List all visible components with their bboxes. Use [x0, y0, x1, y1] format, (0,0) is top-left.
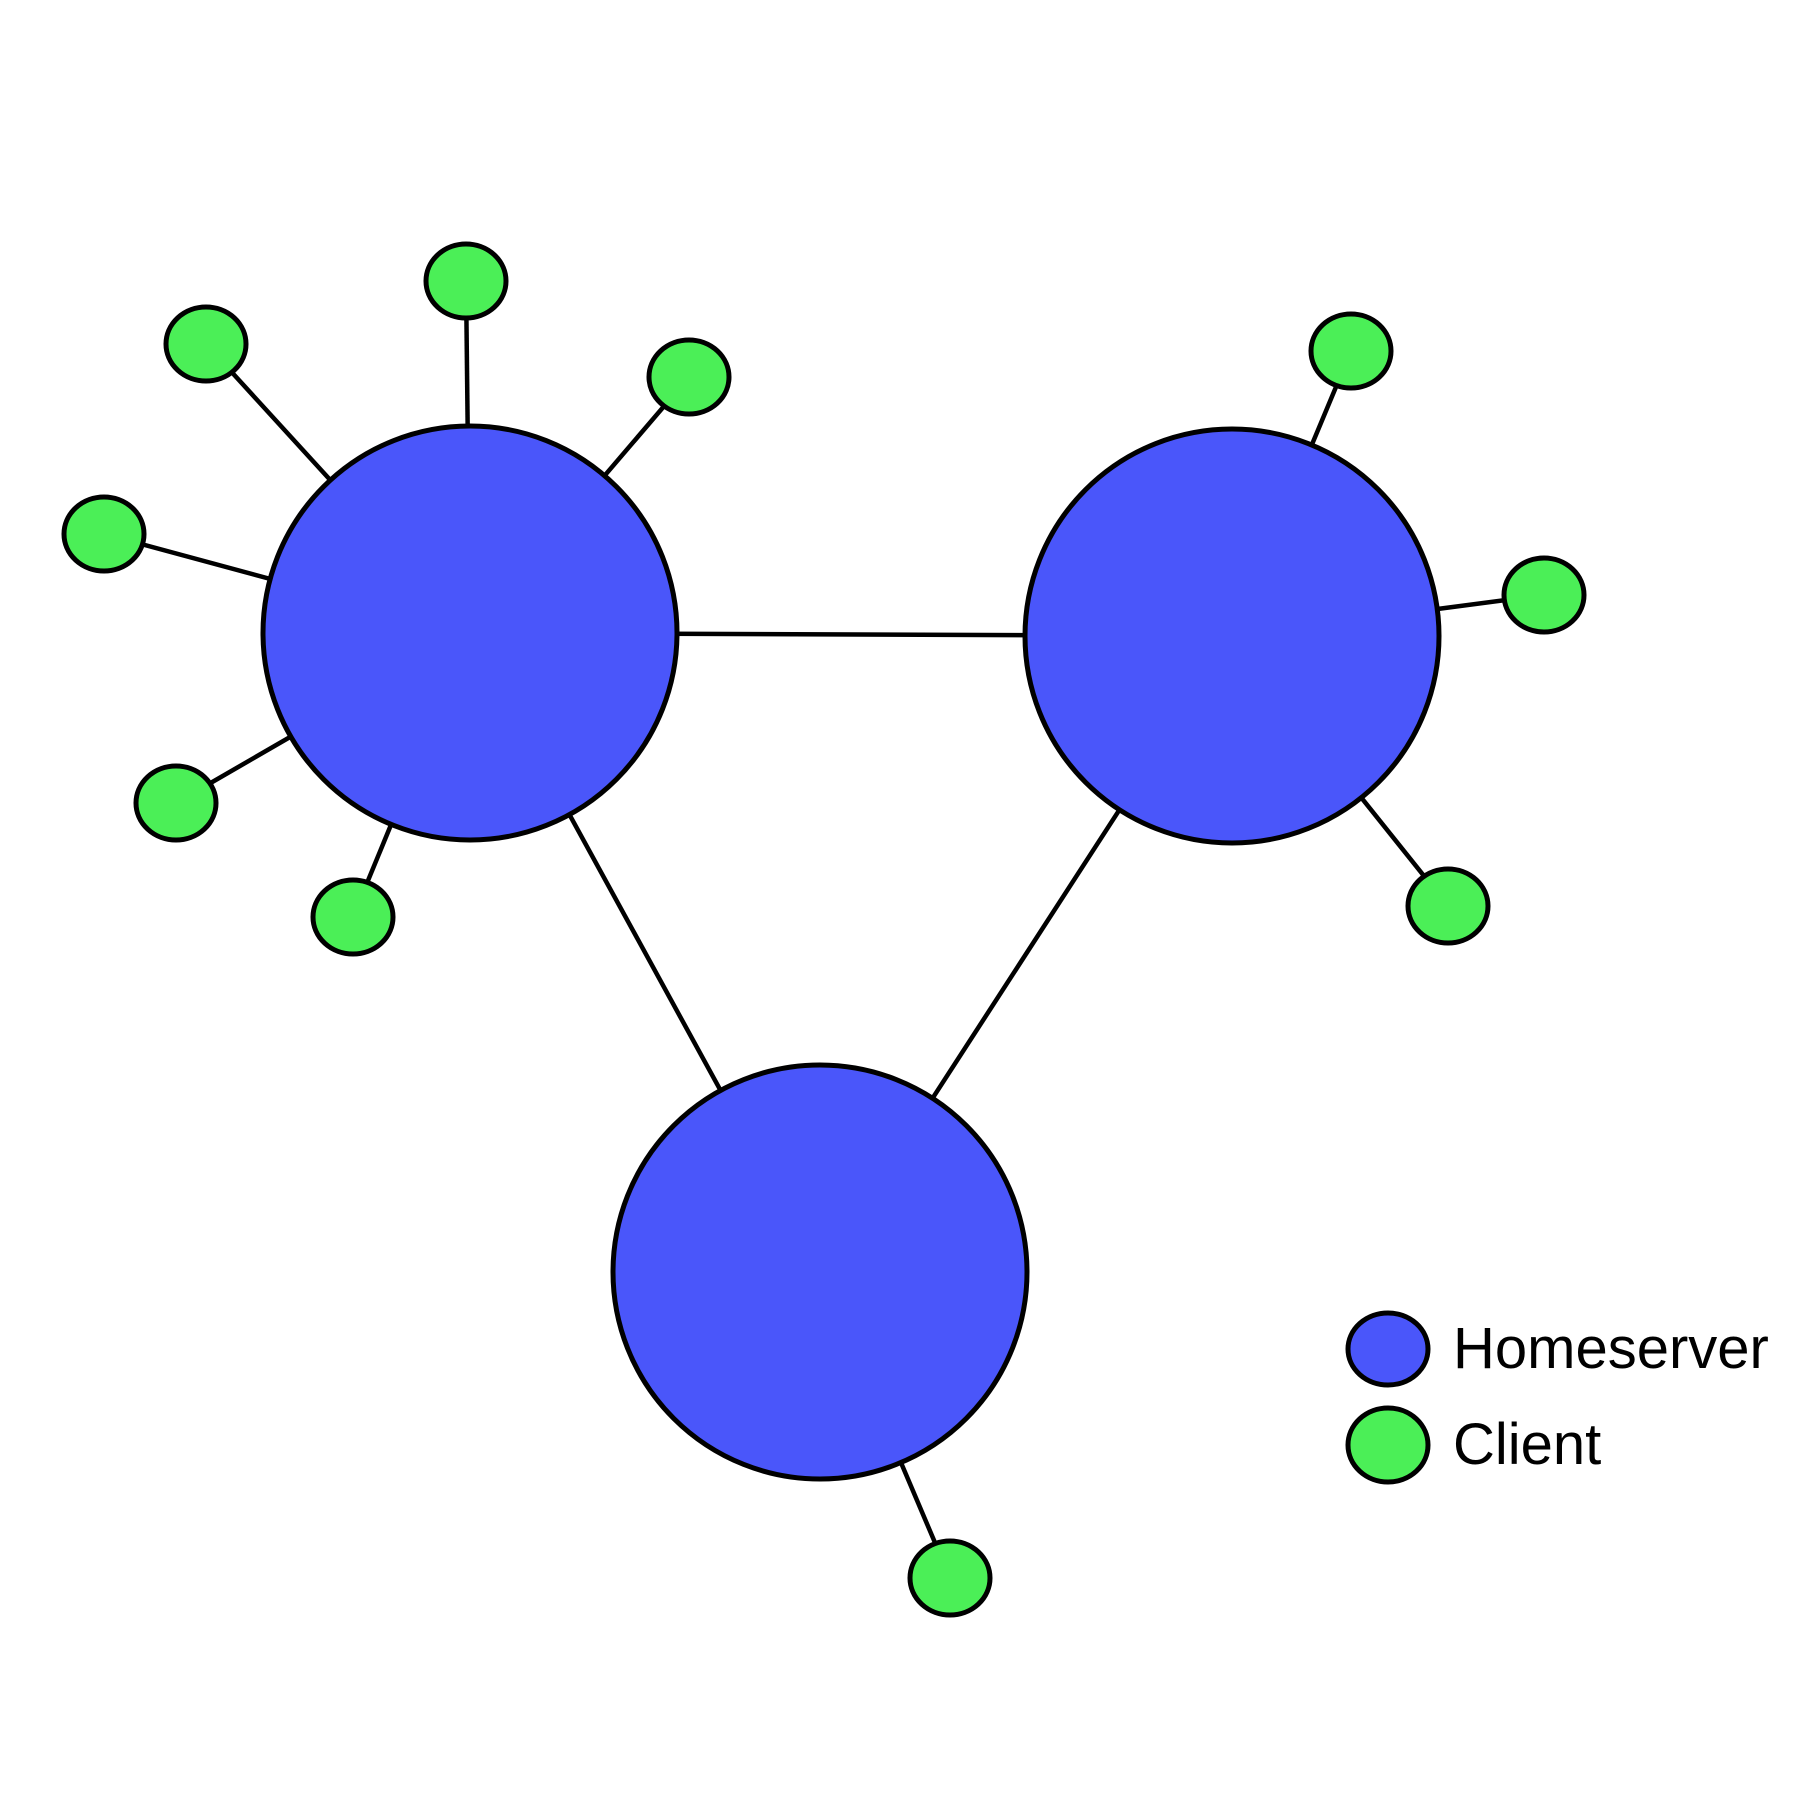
client-8-node	[1501, 555, 1587, 635]
legend: Homeserver Client	[1345, 1310, 1769, 1485]
legend-label-client: Client	[1453, 1412, 1601, 1477]
client-9-node	[1405, 866, 1491, 946]
client-2-node	[163, 304, 249, 384]
client-3-node	[61, 494, 147, 574]
client-7-node	[1308, 311, 1394, 391]
homeserver-left-node	[260, 423, 680, 843]
legend-swatch-client	[1345, 1405, 1431, 1485]
legend-label-homeserver: Homeserver	[1453, 1316, 1769, 1381]
client-1-node	[423, 241, 509, 321]
client-5-node	[310, 877, 396, 957]
homeserver-right-node	[1022, 426, 1442, 846]
legend-swatch-homeserver	[1345, 1310, 1431, 1388]
nodes-layer	[61, 241, 1587, 1618]
client-10-node	[907, 1538, 993, 1618]
client-6-node	[646, 337, 732, 417]
homeserver-bottom-node	[610, 1062, 1030, 1482]
client-4-node	[133, 763, 219, 843]
